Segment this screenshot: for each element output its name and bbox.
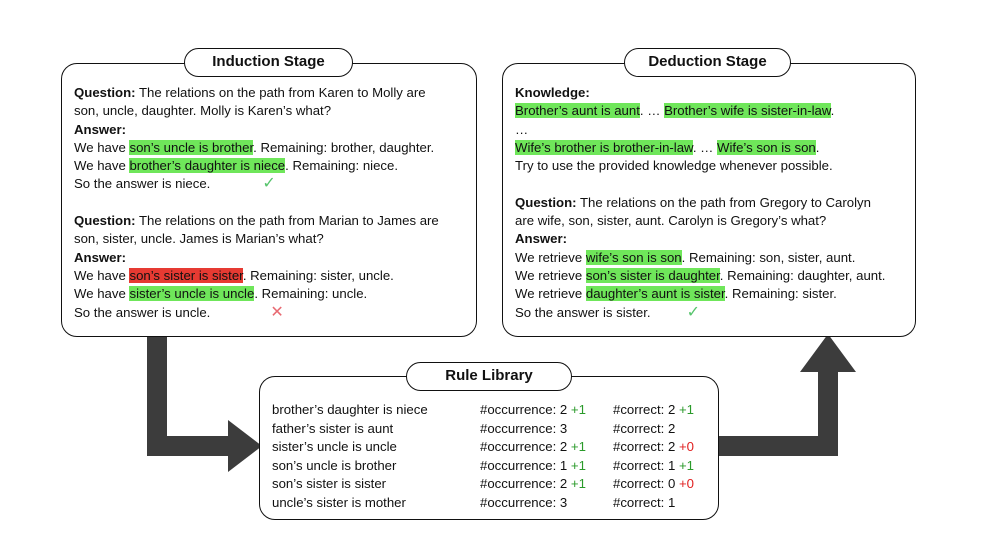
knowledge-ellipsis: … [515,121,529,137]
rule-name: uncle’s sister is mother [272,494,406,510]
check-icon: ✓ [686,303,701,321]
answer-3-label: Answer: [515,231,568,247]
answer-1-label: Answer: [74,121,127,137]
step-line: We have sister’s uncle is uncle. Remaini… [74,286,368,302]
step-line: We have son’s uncle is brother. Remainin… [74,139,435,155]
induction-to-library-arrow [147,332,262,472]
rule-name: brother’s daughter is niece [272,402,428,417]
rule-library-box [259,376,719,520]
step-line: We retrieve daughter’s aunt is sister. R… [515,286,837,302]
conclusion-2: So the answer is uncle.✕ [74,303,284,321]
induction-content: Question: The relations on the path from… [74,85,439,321]
rule-name: sister’s uncle is uncle [272,439,397,455]
question-2: Question: The relations on the path from… [74,213,439,229]
knowledge-line: Brother’s aunt is aunt. … Brother’s wife… [515,103,835,119]
deduction-stage-title: Deduction Stage [624,48,791,77]
library-to-deduction-arrow [718,334,856,456]
rule-library-title: Rule Library [406,362,572,391]
step-line: We have brother’s daughter is niece. Rem… [74,158,399,174]
rule-name: father’s sister is aunt [272,420,394,436]
rule-column: brother’s daughter is niece father’s sis… [272,401,428,513]
knowledge-label: Knowledge: [515,85,590,100]
rule-name: son’s uncle is brother [272,457,397,473]
instruction: Try to use the provided knowledge whenev… [515,158,833,174]
rule-name: son’s sister is sister [272,476,387,492]
deduction-content: Knowledge: Brother’s aunt is aunt. … Bro… [515,85,886,321]
cross-icon: ✕ [270,303,284,321]
conclusion-1: So the answer is niece.✓ [74,175,276,193]
step-line: We retrieve wife’s son is son. Remaining… [515,249,856,265]
knowledge-line: Wife’s brother is brother-in-law. … Wife… [515,139,820,155]
rule-highlight-green: brother’s daughter is niece [129,158,286,174]
rule-highlight-red: son’s sister is sister [129,267,243,283]
question-1: Question: The relations on the path from… [74,85,426,100]
rule-highlight-green: sister’s uncle is uncle [129,286,255,302]
correct-column: #correct: 2 +1 #correct: 2 #correct: 2 +… [613,402,695,510]
conclusion-3: So the answer is sister.✓ [515,303,701,321]
occurrence-column: #occurrence: 2 +1 #occurrence: 3 #occurr… [480,402,586,510]
question-3: Question: The relations on the path from… [515,194,871,210]
answer-2-label: Answer: [74,249,127,265]
step-line: We retrieve son’s sister is daughter. Re… [515,267,886,283]
step-line: We have son’s sister is sister. Remainin… [74,267,394,283]
rule-highlight-green: son’s uncle is brother [129,139,254,155]
check-icon: ✓ [262,175,276,193]
induction-stage-title: Induction Stage [184,48,353,77]
